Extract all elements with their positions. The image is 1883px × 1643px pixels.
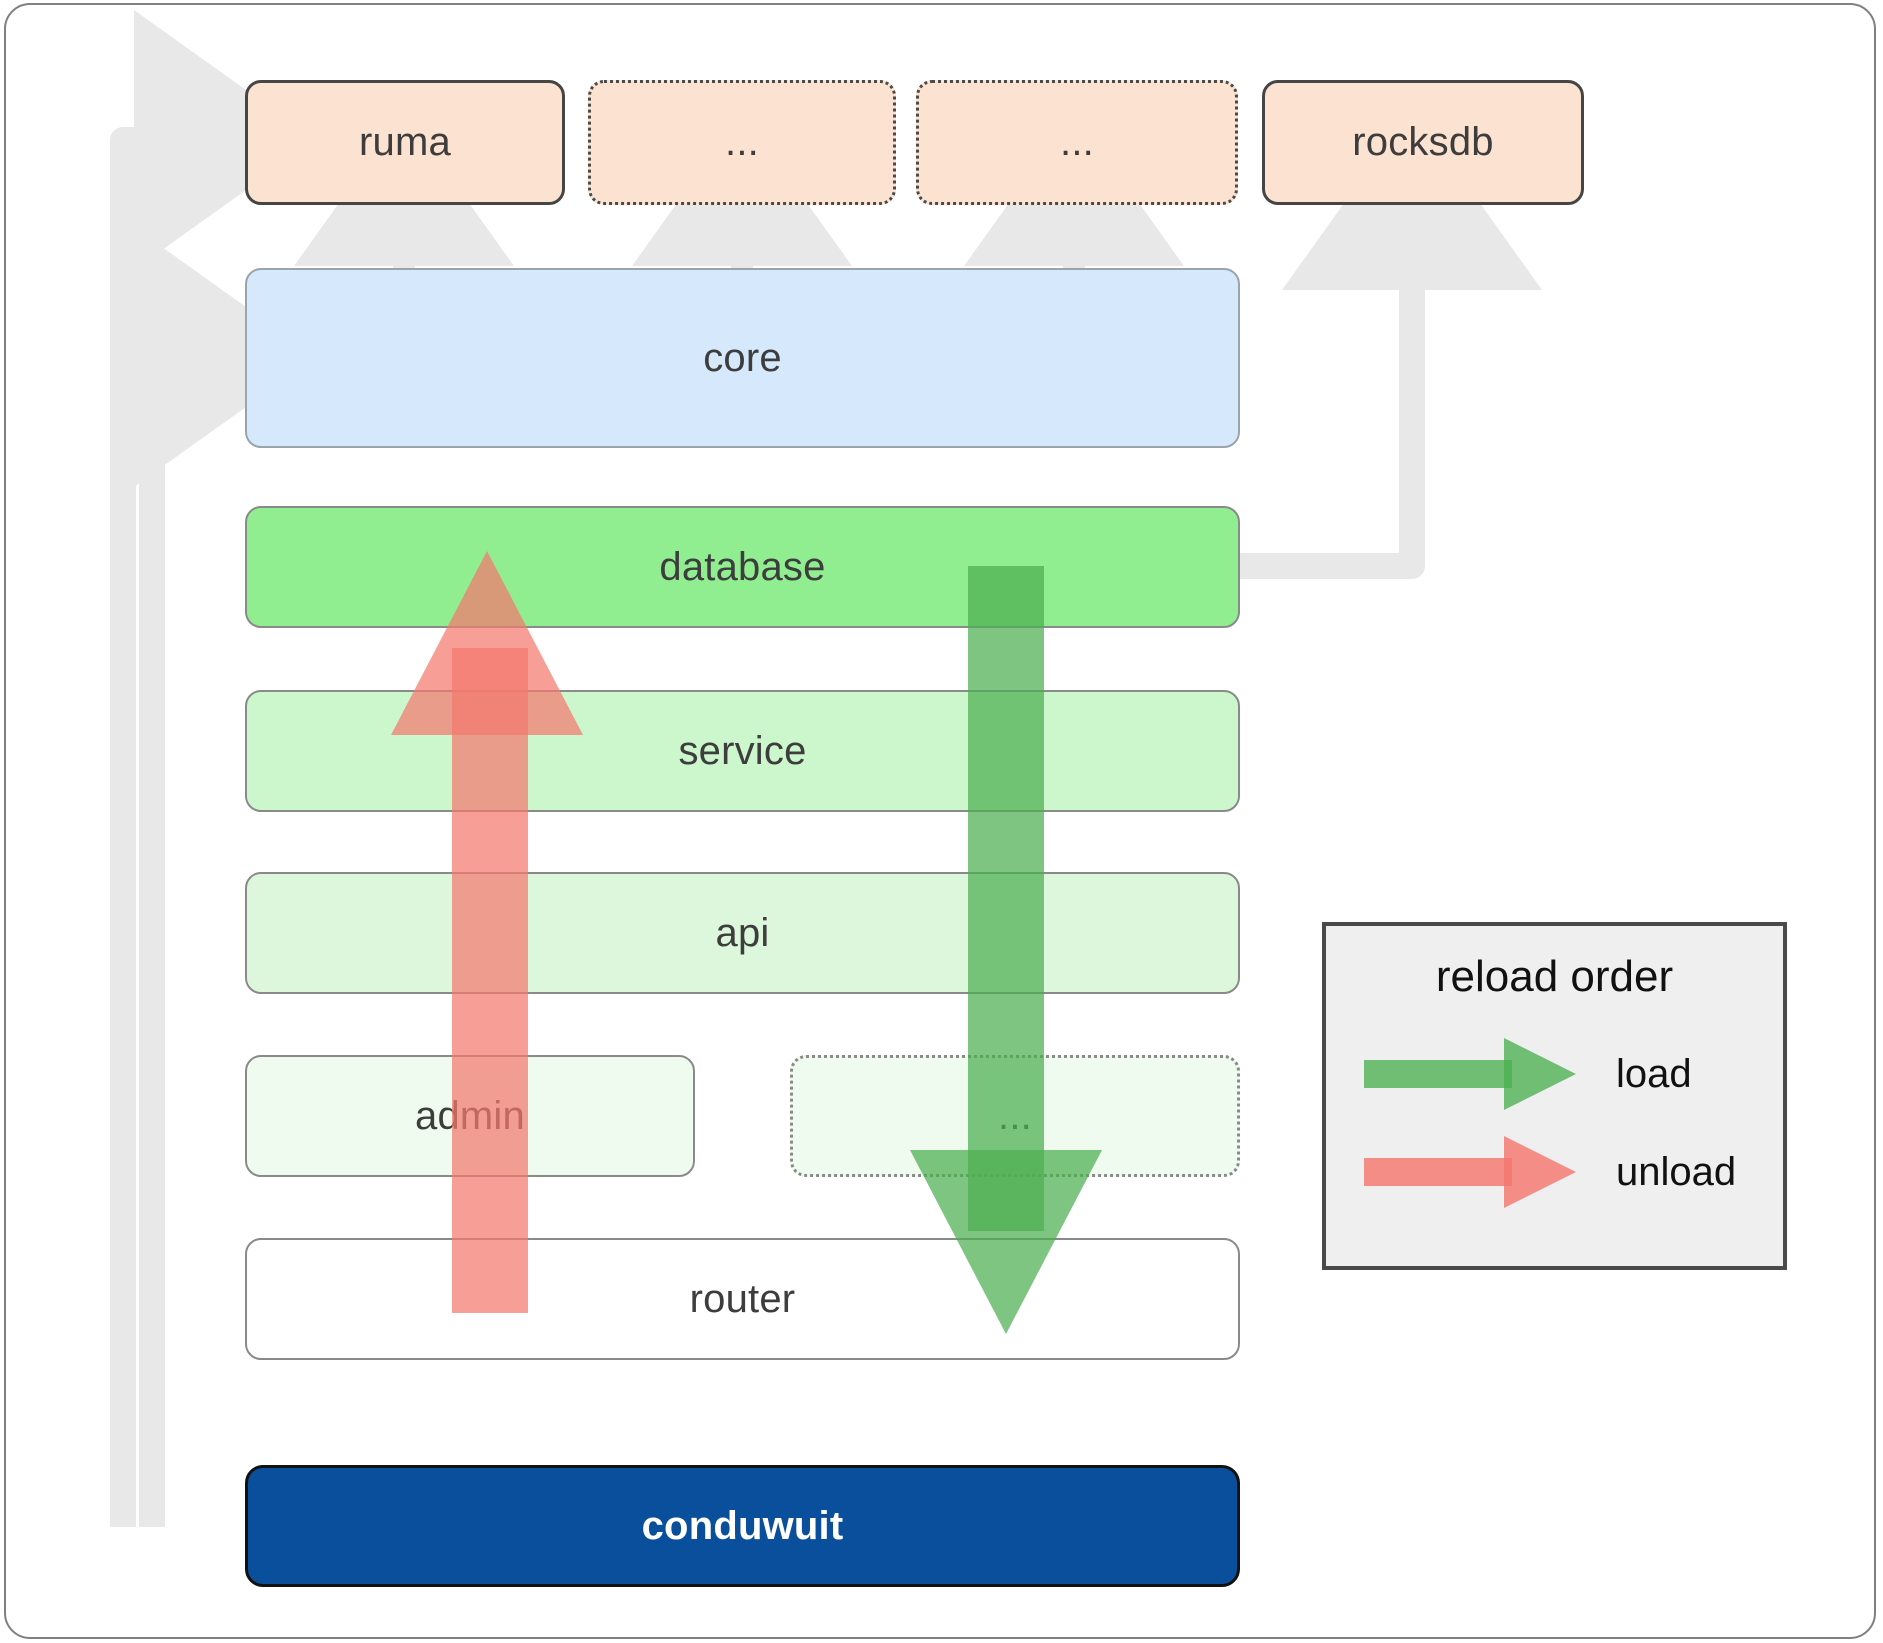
crate-label-rocksdb: rocksdb bbox=[1352, 120, 1494, 164]
crate-box-rocksdb[interactable]: rocksdb bbox=[1262, 80, 1584, 205]
layer-label-database: database bbox=[659, 544, 826, 589]
legend-unload-arrow bbox=[1364, 1136, 1576, 1208]
layer-label-api: api bbox=[715, 910, 770, 955]
diagram-frame bbox=[4, 3, 1876, 1639]
legend-label-load: load bbox=[1616, 1052, 1692, 1096]
legend-title: reload order bbox=[1435, 952, 1674, 1001]
conduwuit-label: conduwuit bbox=[641, 1503, 844, 1548]
crate-box-ellipsis-1[interactable]: ... bbox=[588, 80, 896, 205]
layer-box-admin[interactable]: admin bbox=[245, 1055, 695, 1177]
layer-label-ellipsis-3: ... bbox=[998, 1093, 1032, 1138]
legend-load-arrow bbox=[1364, 1038, 1576, 1110]
layer-box-ellipsis-3[interactable]: ... bbox=[790, 1055, 1240, 1177]
layer-label-service: service bbox=[678, 728, 807, 773]
layer-label-admin: admin bbox=[415, 1093, 525, 1138]
layer-box-router[interactable]: router bbox=[245, 1238, 1240, 1360]
core-box[interactable]: core bbox=[245, 268, 1240, 448]
crate-box-ellipsis-2[interactable]: ... bbox=[916, 80, 1238, 205]
layer-label-router: router bbox=[689, 1276, 796, 1321]
crate-box-ruma[interactable]: ruma bbox=[245, 80, 565, 205]
conduwuit-box[interactable]: conduwuit bbox=[245, 1465, 1240, 1587]
layer-box-api[interactable]: api bbox=[245, 872, 1240, 994]
layer-box-service[interactable]: service bbox=[245, 690, 1240, 812]
crate-label-ellipsis-2: ... bbox=[1060, 120, 1094, 164]
legend-label-unload: unload bbox=[1616, 1150, 1737, 1194]
legend-arrows bbox=[1364, 1038, 1576, 1208]
core-label: core bbox=[703, 335, 782, 380]
crate-label-ruma: ruma bbox=[359, 120, 451, 164]
layer-box-database[interactable]: database bbox=[245, 506, 1240, 628]
legend-panel: reload order load unload bbox=[1322, 922, 1787, 1270]
crate-label-ellipsis-1: ... bbox=[725, 120, 759, 164]
